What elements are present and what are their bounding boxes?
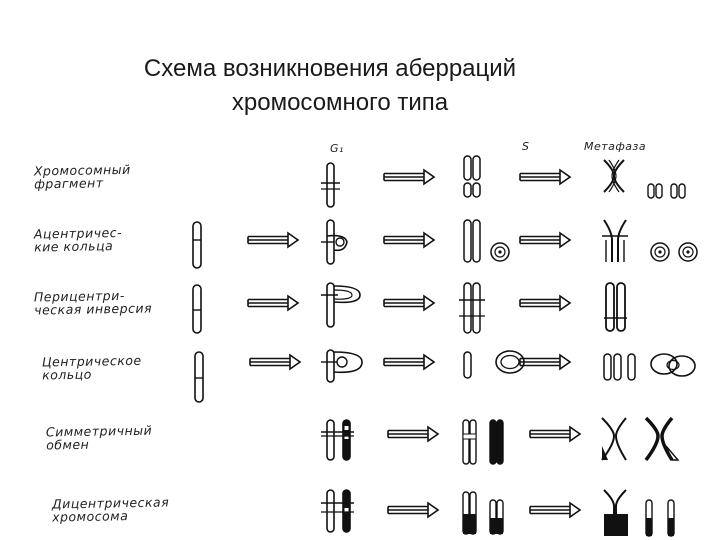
row-1-chromosome-fragment [321,155,686,208]
row3-s-chromosome [459,282,485,334]
column-label-metaphase: Метафаза [584,140,647,153]
row2-metaphase [602,219,698,262]
column-label-s: S [522,140,530,153]
row-3-pericentric-inversion [192,282,627,334]
row1-arrow-1 [383,169,435,185]
row4-arrow-2 [383,354,435,370]
row5-arrow-1 [387,426,439,442]
row2-arrow-3 [519,232,571,248]
row1-metaphase [603,159,686,199]
row2-arrow-1 [247,232,299,248]
row1-g1-chromosome [321,162,340,208]
row6-g1-chromosomes [321,489,354,533]
row2-g1-chromosome [321,219,348,265]
row-4-centric-ring [194,349,696,403]
row3-arrow-2 [383,295,435,311]
row3-metaphase [604,282,627,332]
title-line-2: хромосомного типа [231,89,449,116]
diagram-title: Схема возникновения аберраций хромосомно… [0,52,660,120]
row-2-acentric-rings [192,219,698,269]
row5-g1-chromosomes [321,419,354,461]
row5-metaphase [601,416,680,462]
row6-s-chromosomes [462,491,504,535]
row4-arrow-1 [249,354,301,370]
row5-arrow-2 [529,426,581,442]
row-5-symmetric-exchange [321,416,680,465]
row6-arrow-2 [529,502,581,518]
row2-s-chromosome [463,219,510,263]
row2-arrow-2 [383,232,435,248]
row6-arrow-1 [387,502,439,518]
row4-arrow-3 [519,354,571,370]
row-6-dicentric-chromosome [321,489,675,537]
row3-arrow-3 [519,295,571,311]
row1-arrow-2 [519,169,571,185]
row3-initial-chromosome [192,284,202,334]
row5-s-chromosomes [462,419,504,465]
row1-s-chromosome [463,155,481,198]
row2-initial-chromosome [192,221,202,269]
row3-arrow-1 [247,295,299,311]
row6-metaphase [603,489,675,537]
row3-g1-chromosome [321,282,361,328]
column-label-g1: G₁ [330,142,344,155]
row4-initial-chromosome [194,351,204,403]
title-line-1: Схема возникновения аберраций [143,55,517,82]
row4-s-chromosome [463,350,525,379]
row4-g1-chromosome [321,349,363,383]
row4-metaphase [603,353,696,381]
